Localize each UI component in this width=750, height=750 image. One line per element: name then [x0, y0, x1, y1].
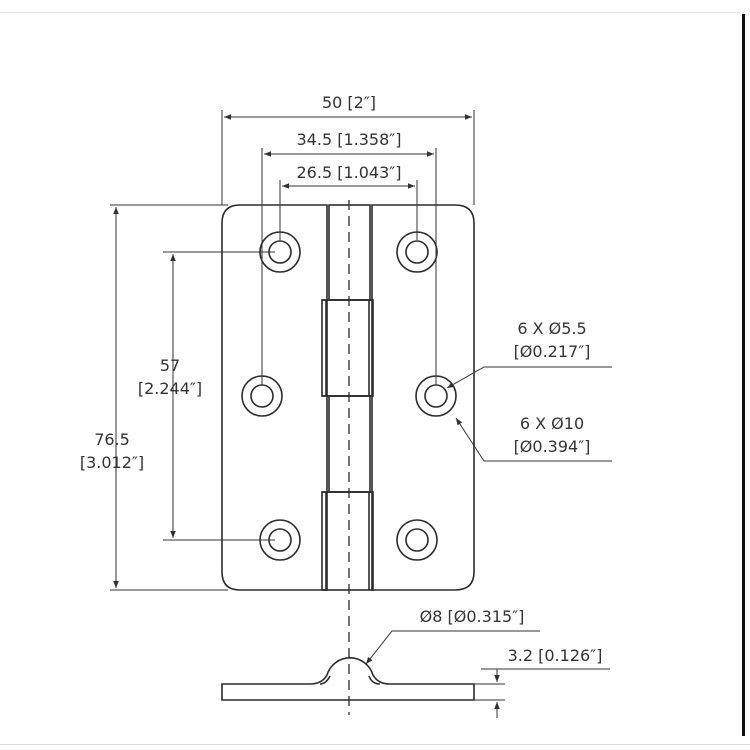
hole-inner-tr — [405, 240, 429, 264]
hole-outer-br — [396, 519, 438, 561]
right-edge — [740, 0, 750, 750]
label-hole-pitch-in: [2.244″] — [138, 379, 202, 398]
hinge-plate — [221, 204, 475, 591]
dimension-lines — [113, 114, 472, 588]
label-height-mm: 76.5 — [94, 430, 130, 449]
knuckle-middle — [321, 299, 374, 397]
side-inner-curve-2 — [368, 675, 381, 685]
leader-knuckle — [365, 630, 540, 665]
hole-inner-ml — [250, 384, 274, 408]
label-inner-spacing: 26.5 [1.043″] — [297, 163, 402, 182]
thickness-dim — [474, 669, 505, 718]
label-small-hole: 6 X Ø5.5 — [517, 319, 586, 338]
label-height-in: [3.012″] — [80, 453, 144, 472]
top-bar — [0, 0, 750, 13]
label-small-hole-in: [Ø0.217″] — [514, 342, 591, 361]
dimension-labels: 50 [2″] 34.5 [1.358″] 26.5 [1.043″] 76.5… — [80, 93, 603, 665]
label-outer-spacing: 34.5 [1.358″] — [297, 130, 402, 149]
side-view — [221, 657, 475, 701]
leader-small-hole — [446, 366, 612, 389]
side-profile — [221, 657, 475, 701]
hole-inner-br — [405, 528, 429, 552]
leader-lines — [365, 366, 612, 670]
knuckle-lower — [321, 491, 374, 591]
leader-large-hole — [455, 417, 612, 462]
right-leaf — [371, 204, 475, 591]
extension-lines — [110, 110, 475, 591]
label-knuckle: Ø8 [Ø0.315″] — [420, 607, 525, 626]
hole-inner-mr — [424, 384, 448, 408]
left-leaf — [221, 204, 328, 591]
label-overall-width: 50 [2″] — [322, 93, 376, 112]
label-large-hole: 6 X Ø10 — [520, 414, 584, 433]
label-hole-pitch-mm: 57 — [160, 356, 180, 375]
label-large-hole-in: [Ø0.394″] — [514, 437, 591, 456]
side-inner-curve — [319, 675, 331, 685]
label-thickness: 3.2 [0.126″] — [508, 646, 603, 665]
right-border-line — [742, 14, 745, 736]
bottom-edge — [0, 744, 750, 745]
